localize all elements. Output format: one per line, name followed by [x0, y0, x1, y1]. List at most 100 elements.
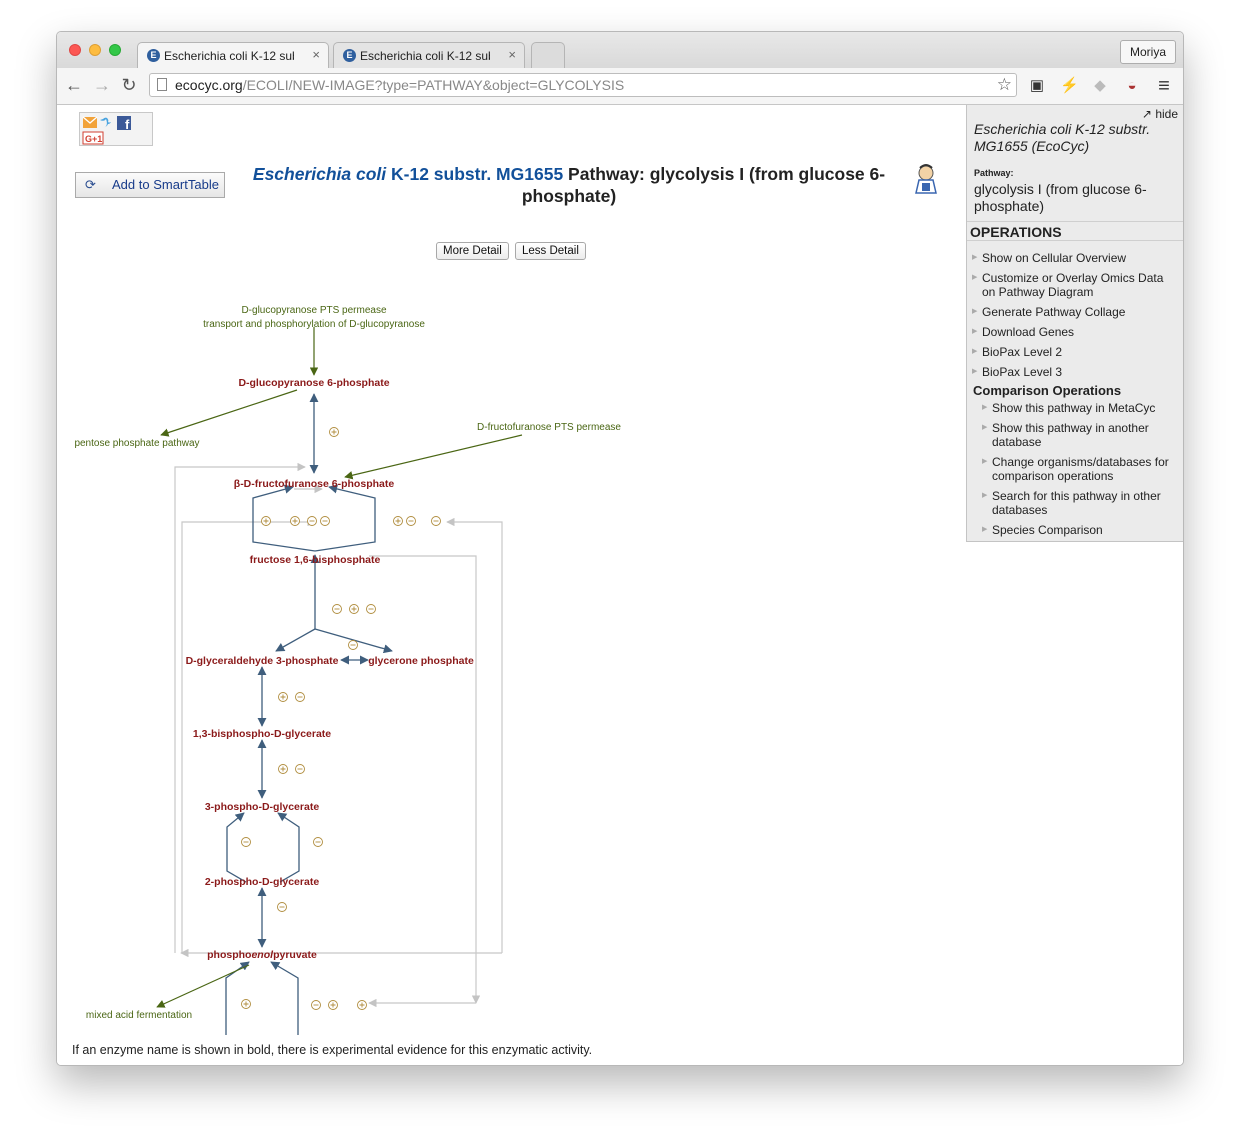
compound-g6p[interactable]: D-glucopyranose 6-phosphate — [238, 377, 389, 389]
inhibitor-icon[interactable] — [366, 604, 376, 614]
op-customize-omics[interactable]: ▶Customize or Overlay Omics Data on Path… — [972, 271, 1164, 299]
hide-sidebar-link[interactable]: ↗ hide — [1142, 107, 1178, 121]
inhibitor-icon[interactable] — [313, 837, 323, 847]
sidebar-organism[interactable]: Escherichia coli K-12 substr. MG1655 (Ec… — [974, 121, 1151, 154]
new-tab-button[interactable] — [531, 42, 565, 68]
triangle-bullet-icon: ▶ — [982, 424, 988, 431]
triangle-bullet-icon: ▶ — [972, 328, 978, 335]
link-transport-phosphorylation[interactable]: transport and phosphorylation of D-gluco… — [203, 319, 425, 330]
tab-strip: E Escherichia coli K-12 substr. MG1655 P… — [57, 32, 1183, 68]
op-generate-collage[interactable]: ▶Generate Pathway Collage — [972, 305, 1126, 319]
tab-close-icon[interactable]: × — [312, 47, 320, 62]
less-detail-button[interactable]: Less Detail — [515, 242, 586, 260]
address-bar[interactable]: ecocyc.org/ECOLI/NEW-IMAGE?type=PATHWAY&… — [149, 73, 1017, 97]
link-arrows — [156, 327, 523, 1008]
compound-3pg[interactable]: 3-phospho-D-glycerate — [205, 801, 320, 813]
compound-gap[interactable]: D-glyceraldehyde 3-phosphate — [186, 655, 339, 667]
op-biopax-2[interactable]: ▶BioPax Level 2 — [972, 345, 1063, 359]
triangle-bullet-icon: ▶ — [982, 458, 988, 465]
activator-icon[interactable] — [329, 427, 339, 437]
organism-link[interactable]: Escherichia coli K-12 substr. MG1655 — [252, 164, 564, 184]
pathway-title: Pathway: glycolysis I (from glucose 6-ph… — [521, 164, 886, 206]
inhibitor-icon[interactable] — [295, 764, 305, 774]
activator-icon[interactable] — [328, 1000, 338, 1010]
tab-2[interactable]: E Escherichia coli K-12 substr. MG1655 P… — [333, 42, 525, 68]
add-to-smarttable-label: Add to SmartTable — [112, 177, 219, 192]
forward-arrow-icon[interactable]: → — [93, 75, 111, 95]
cmp-species-comparison[interactable]: ▶Species Comparison — [982, 523, 1103, 537]
lightning-icon[interactable]: ⚡ — [1060, 77, 1079, 94]
mask-icon[interactable]: ◒ — [1127, 77, 1137, 94]
inhibitor-icon[interactable] — [320, 516, 330, 526]
compound-bpg[interactable]: 1,3-bisphospho-D-glycerate — [193, 728, 331, 740]
share-box: f G+1 — [79, 112, 153, 146]
inhibitor-icon[interactable] — [311, 1000, 321, 1010]
inhibitor-icon[interactable] — [348, 640, 358, 650]
tab-close-icon[interactable]: × — [508, 47, 516, 62]
google-plus-icon[interactable] — [82, 131, 104, 145]
more-detail-button[interactable]: More Detail — [436, 242, 509, 260]
svg-text:f: f — [125, 117, 130, 132]
url-text: ecocyc.org/ECOLI/NEW-IMAGE?type=PATHWAY&… — [175, 74, 624, 96]
minimize-window-button[interactable] — [89, 44, 101, 56]
footnote: If an enzyme name is shown in bold, ther… — [72, 1043, 593, 1057]
link-mixed-acid[interactable]: mixed acid fermentation — [86, 1010, 192, 1021]
activator-icon[interactable] — [393, 516, 403, 526]
operations-sidebar: ↗ hide Escherichia coli K-12 substr. MG1… — [966, 105, 1183, 542]
scientist-icon[interactable] — [910, 163, 942, 195]
extension-icon[interactable]: ▣ — [1029, 77, 1045, 94]
activator-icon[interactable] — [349, 604, 359, 614]
twitter-icon[interactable] — [100, 117, 111, 128]
chrome-menu-icon[interactable]: ≡ — [1158, 75, 1170, 97]
inhibitor-icon[interactable] — [431, 516, 441, 526]
inhibitor-icon[interactable] — [307, 516, 317, 526]
compound-pep[interactable]: phosphoenolpyruvate — [207, 949, 317, 961]
url-host: ecocyc.org — [175, 77, 243, 93]
triangle-bullet-icon: ▶ — [972, 368, 978, 375]
link-pentose-phosphate[interactable]: pentose phosphate pathway — [74, 438, 199, 449]
ecocyc-favicon-icon: E — [147, 49, 160, 62]
refresh-arrows-icon: ⟳ — [85, 177, 96, 192]
activator-icon[interactable] — [278, 692, 288, 702]
browser-window: E Escherichia coli K-12 substr. MG1655 P… — [56, 31, 1184, 1066]
facebook-icon[interactable] — [117, 116, 131, 130]
cmp-change-organisms[interactable]: ▶Change organisms/databases for comparis… — [982, 455, 1169, 483]
op-show-cellular-overview[interactable]: ▶Show on Cellular Overview — [972, 251, 1127, 265]
inhibitor-icon[interactable] — [406, 516, 416, 526]
compound-dhap[interactable]: glycerone phosphate — [368, 655, 474, 667]
cmp-search-other-db[interactable]: ▶Search for this pathway in other databa… — [982, 489, 1161, 517]
svg-text:G+1: G+1 — [85, 134, 102, 144]
back-arrow-icon[interactable]: ← — [65, 75, 83, 95]
activator-icon[interactable] — [357, 1000, 367, 1010]
compound-2pg[interactable]: 2-phospho-D-glycerate — [205, 876, 320, 888]
sidebar-pathway-label: Pathway: — [974, 168, 1014, 178]
inhibitor-icon[interactable] — [277, 902, 287, 912]
activator-icon[interactable] — [290, 516, 300, 526]
activator-icon[interactable] — [241, 999, 251, 1009]
tab-1[interactable]: E Escherichia coli K-12 substr. MG1655 P… — [137, 42, 329, 68]
inhibitor-icon[interactable] — [241, 837, 251, 847]
link-pts-permease[interactable]: D-glucopyranose PTS permease — [241, 305, 387, 316]
op-download-genes[interactable]: ▶Download Genes — [972, 325, 1075, 339]
maximize-window-button[interactable] — [109, 44, 121, 56]
compound-fbp[interactable]: fructose 1,6-bisphosphate — [250, 554, 381, 566]
close-window-button[interactable] — [69, 44, 81, 56]
inhibitor-icon[interactable] — [332, 604, 342, 614]
link-fructofuranose-pts[interactable]: D-fructofuranose PTS permease — [477, 422, 621, 433]
cmp-show-another-db[interactable]: ▶Show this pathway in another database — [982, 421, 1149, 449]
inhibitor-icon[interactable] — [295, 692, 305, 702]
op-biopax-3[interactable]: ▶BioPax Level 3 — [972, 365, 1063, 379]
bookmark-star-icon[interactable]: ☆ — [996, 75, 1012, 94]
url-path: /ECOLI/NEW-IMAGE?type=PATHWAY&object=GLY… — [242, 77, 625, 93]
reload-icon[interactable]: ↻ — [121, 75, 137, 95]
drive-icon[interactable]: ◆ — [1094, 77, 1106, 94]
comparison-header: Comparison Operations — [973, 383, 1122, 398]
cmp-show-metacyc[interactable]: ▶Show this pathway in MetaCyc — [982, 401, 1156, 415]
activator-icon[interactable] — [278, 764, 288, 774]
triangle-bullet-icon: ▶ — [982, 492, 988, 499]
hide-label: hide — [1155, 107, 1178, 121]
add-to-smarttable-button[interactable]: ⟳ Add to SmartTable — [75, 172, 225, 198]
activator-icon[interactable] — [261, 516, 271, 526]
profile-button[interactable]: Moriya — [1119, 40, 1176, 64]
compound-f6p[interactable]: β-D-fructofuranose 6-phosphate — [234, 478, 395, 490]
